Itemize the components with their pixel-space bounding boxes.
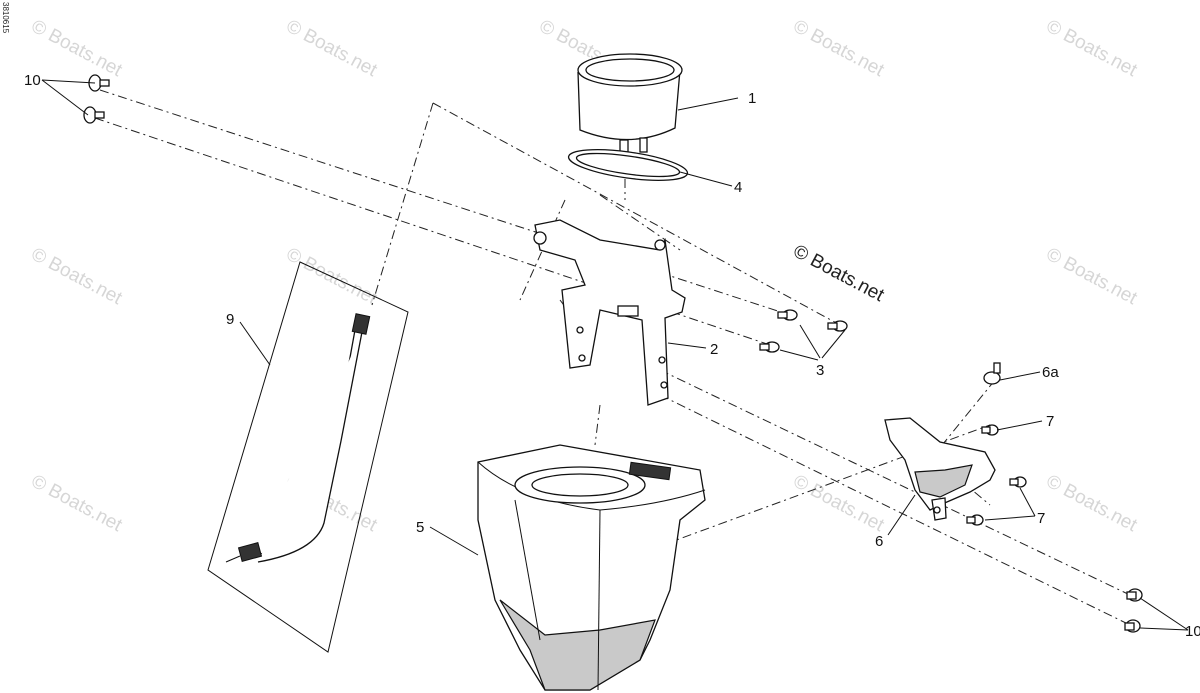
callout-6a: 6a — [1042, 364, 1059, 381]
callout-7-lower: 7 — [1037, 510, 1045, 527]
callout-3: 3 — [816, 362, 824, 379]
callout-6: 6 — [875, 533, 883, 550]
watermark: © Boats.net — [28, 471, 126, 537]
callout-10-lower: 10 — [1185, 623, 1200, 640]
watermark: © Boats.net — [1043, 16, 1141, 82]
screws-part-7 — [966, 424, 1027, 526]
watermark: © Boats.net — [790, 16, 888, 82]
bracket-part-2 — [533, 219, 686, 406]
callout-10-upper: 10 — [24, 72, 41, 89]
callout-1: 1 — [748, 90, 756, 107]
watermark: © Boats.net — [283, 16, 381, 82]
screw-10-lower — [1124, 588, 1143, 633]
callout-2: 2 — [710, 341, 718, 358]
console-housing-part-5 — [477, 444, 706, 691]
callout-labels: 10 1 4 2 3 9 5 6 6a 7 7 10 — [24, 72, 1200, 640]
watermark: © Boats.net — [1043, 471, 1141, 537]
leader-lines — [41, 79, 1189, 631]
gauge-part-1 — [577, 53, 683, 157]
screws-part-3 — [759, 309, 848, 353]
watermark: © Boats.net — [28, 16, 126, 82]
side-code: 3810615 — [1, 2, 10, 34]
watermark: © Boats.net — [1043, 244, 1141, 310]
watermark-main: © Boats.net — [790, 241, 888, 307]
gasket-part-4 — [567, 149, 689, 181]
callout-4: 4 — [734, 179, 742, 196]
watermark: © Boats.net — [28, 244, 126, 310]
callout-9: 9 — [226, 311, 234, 328]
bulb-part-6a — [983, 362, 1001, 385]
cable-part-9 — [207, 261, 409, 653]
callout-5: 5 — [416, 519, 424, 536]
light-assembly-part-6 — [884, 417, 996, 521]
callout-7-upper: 7 — [1046, 413, 1054, 430]
